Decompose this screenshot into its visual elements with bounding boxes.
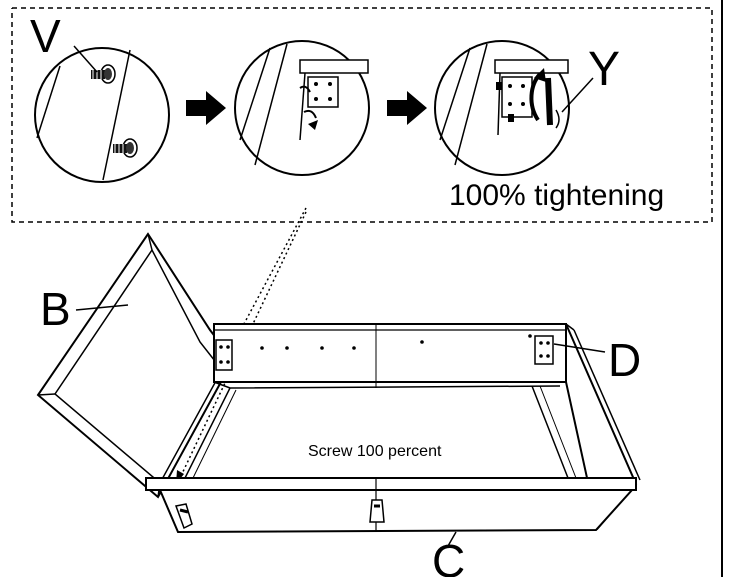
clip-left-icon [174,503,193,530]
label-v-leader [73,45,98,73]
screw-caption: Screw 100 percent [308,443,442,460]
label-v: V [30,10,61,62]
label-y-leader [561,77,594,113]
label-b-leader [75,304,129,311]
step1-detail-circle [34,47,170,183]
label-c: C [432,535,465,577]
label-d: D [608,334,641,386]
back-rail [213,323,567,388]
step2-detail-circle [234,40,370,176]
screwdriver-rotate-icon [529,68,560,129]
panel-b [36,232,235,499]
screw-v-lower-icon [113,138,138,158]
step-arrow-2-icon [387,91,427,125]
bracket-icon [307,76,339,108]
clip-center-icon [369,499,385,523]
bracket-tightened-icon [501,76,533,118]
step3-detail-circle [434,40,570,176]
label-d-leader [553,343,606,353]
label-b: B [40,283,71,335]
tightening-caption: 100% tightening [449,179,664,212]
front-rail-c [145,477,637,534]
detail-inset-frame [11,7,713,223]
label-c-leader [447,531,457,547]
label-y: Y [588,43,620,96]
step-arrow-1-icon [186,91,226,125]
cabinet-base [184,381,577,479]
bracket-left-icon [215,339,233,371]
bracket-d-icon [534,335,554,365]
